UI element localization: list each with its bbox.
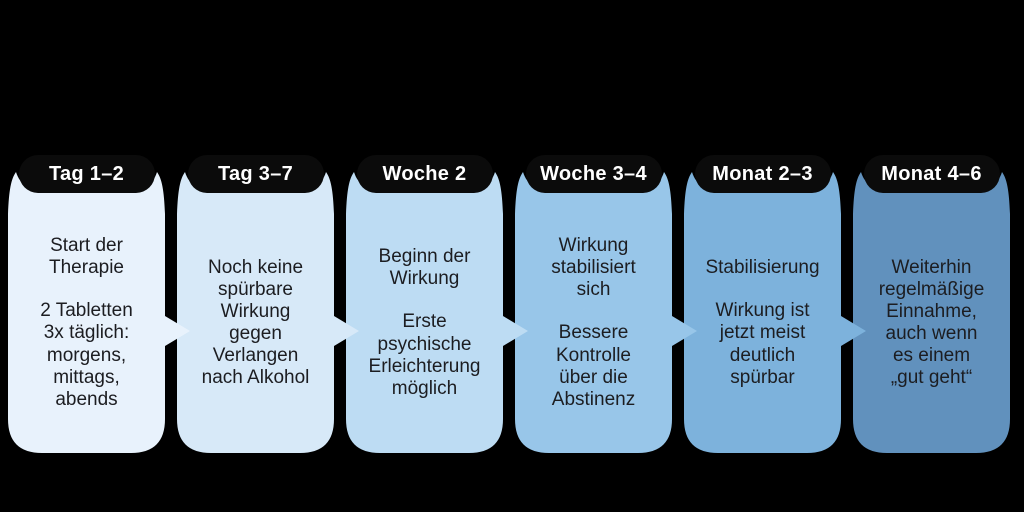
card-content: Noch keine spürbare Wirkung gegen Verlan… bbox=[183, 205, 328, 441]
card-bubble-shape bbox=[515, 172, 672, 453]
card-content: Weiterhin regelmäßige Einnahme, auch wen… bbox=[859, 205, 1004, 441]
card-period-tab: Tag 3–7 bbox=[187, 155, 324, 193]
timeline-card-woche-2: Woche 2 Beginn der Wirkung Erste psychis… bbox=[346, 155, 528, 453]
card-bubble-shape bbox=[177, 172, 334, 453]
card-content: Wirkung stabilisiert sich Bessere Kontro… bbox=[521, 205, 666, 441]
card-heading: Start der Therapie bbox=[49, 235, 124, 279]
card-body: Noch keine spürbare Wirkung gegen Verlan… bbox=[201, 256, 310, 389]
card-body: Weiterhin regelmäßige Einnahme, auch wen… bbox=[878, 256, 985, 389]
card-content: Start der Therapie 2 Tabletten 3x täglic… bbox=[14, 205, 159, 441]
timeline-card-monat-4-6: Monat 4–6 Weiterhin regelmäßige Einnahme… bbox=[853, 155, 1010, 453]
card-bubble-shape bbox=[8, 172, 165, 453]
card-period-tab: Monat 2–3 bbox=[694, 155, 831, 193]
card-heading: Stabilisierung bbox=[705, 257, 820, 279]
card-heading: Wirkung stabilisiert sich bbox=[551, 235, 636, 301]
card-body: 2 Tabletten 3x täglich: morgens, mittags… bbox=[40, 300, 133, 410]
card-bubble-shape bbox=[346, 172, 503, 453]
card-period-tab: Woche 2 bbox=[356, 155, 493, 193]
card-bubble-shape bbox=[684, 172, 841, 453]
card-body: Wirkung ist jetzt meist deutlich spürbar bbox=[715, 300, 810, 388]
timeline-card-tag-3-7: Tag 3–7 Noch keine spürbare Wirkung gege… bbox=[177, 155, 359, 453]
card-bubble-shape bbox=[853, 172, 1010, 453]
card-body: Bessere Kontrolle über die Abstinenz bbox=[551, 322, 636, 410]
timeline-card-monat-2-3: Monat 2–3 Stabilisierung Wirkung ist jet… bbox=[684, 155, 866, 453]
card-body: Erste psychische Erleichterung möglich bbox=[368, 311, 481, 399]
card-period-tab: Monat 4–6 bbox=[863, 155, 1000, 193]
card-period-tab: Woche 3–4 bbox=[525, 155, 662, 193]
timeline-card-woche-3-4: Woche 3–4 Wirkung stabilisiert sich Bess… bbox=[515, 155, 697, 453]
card-content: Beginn der Wirkung Erste psychische Erle… bbox=[352, 205, 497, 441]
card-content: Stabilisierung Wirkung ist jetzt meist d… bbox=[690, 205, 835, 441]
timeline-card-tag-1-2: Tag 1–2 Start der Therapie 2 Tabletten 3… bbox=[8, 155, 190, 453]
card-heading: Beginn der Wirkung bbox=[378, 246, 471, 290]
card-period-tab: Tag 1–2 bbox=[18, 155, 155, 193]
